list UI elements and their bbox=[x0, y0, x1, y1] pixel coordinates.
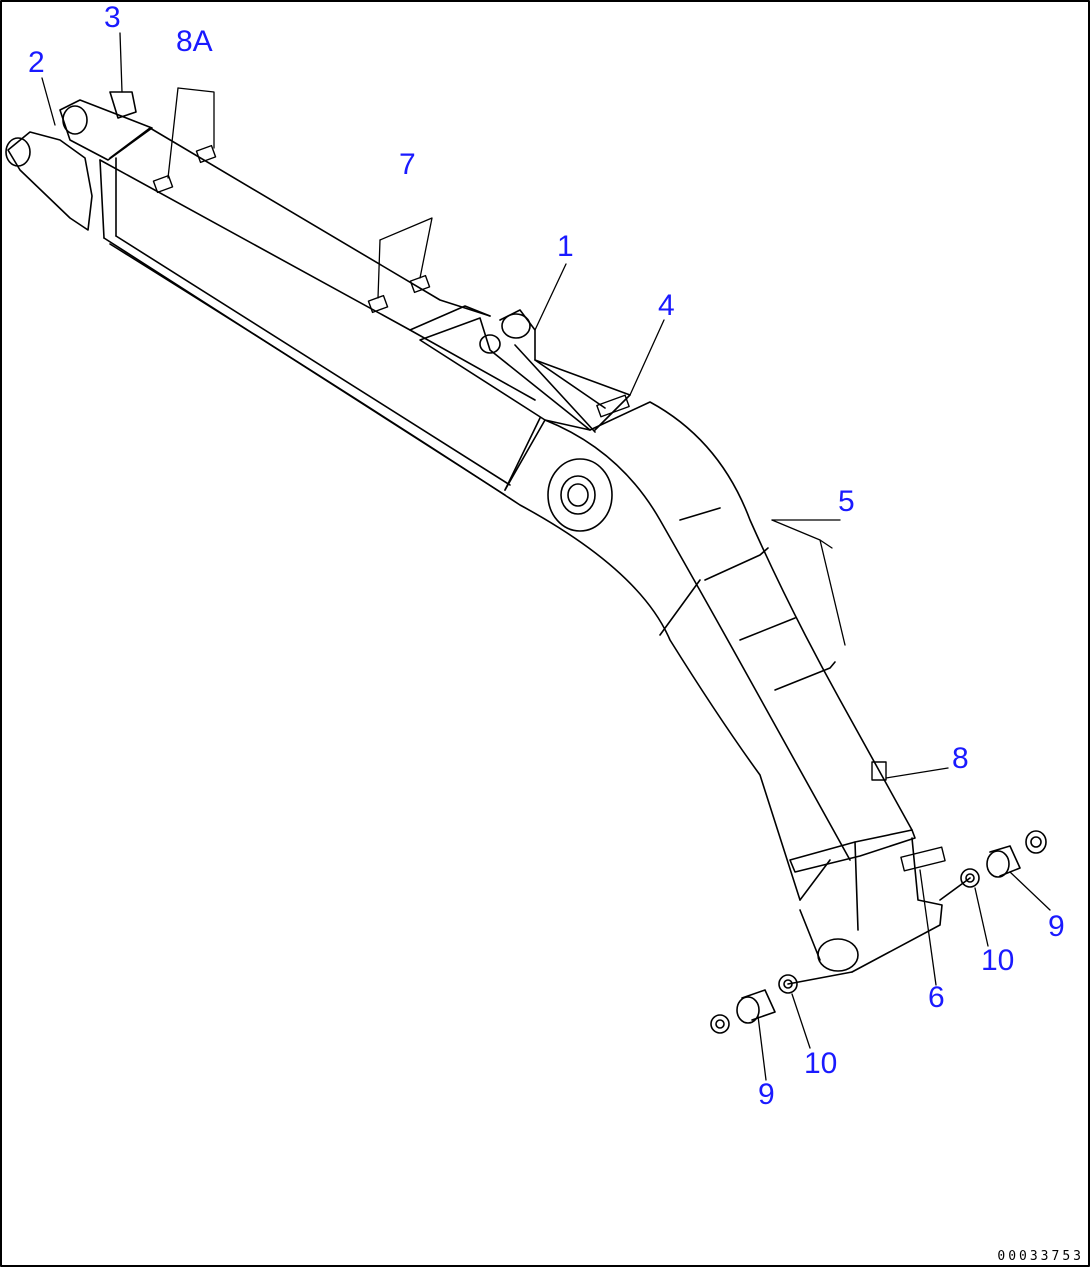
cylinder-bracket bbox=[419, 309, 631, 433]
callout-2: 2 bbox=[28, 46, 45, 79]
side-pin-boss bbox=[547, 458, 613, 532]
leader-lines bbox=[41, 32, 1051, 1081]
callout-1: 1 bbox=[557, 230, 574, 263]
callout-6: 6 bbox=[928, 981, 945, 1014]
callout-10-right: 10 bbox=[981, 944, 1015, 977]
callout-8a: 8A bbox=[176, 25, 213, 58]
callout-9-right: 9 bbox=[1048, 910, 1065, 943]
bushings-shims bbox=[710, 830, 1047, 1034]
callout-7: 7 bbox=[399, 148, 416, 181]
callout-10-left: 10 bbox=[804, 1047, 838, 1080]
callout-4: 4 bbox=[658, 289, 675, 322]
callout-8: 8 bbox=[952, 742, 969, 775]
boom-foot-bracket bbox=[5, 91, 153, 231]
boom-body bbox=[99, 127, 943, 973]
callout-5: 5 bbox=[838, 485, 855, 518]
callout-3: 3 bbox=[104, 1, 121, 34]
document-number: 00033753 bbox=[997, 1249, 1084, 1264]
clip-parts bbox=[152, 144, 946, 872]
callout-9-left: 9 bbox=[758, 1078, 775, 1111]
